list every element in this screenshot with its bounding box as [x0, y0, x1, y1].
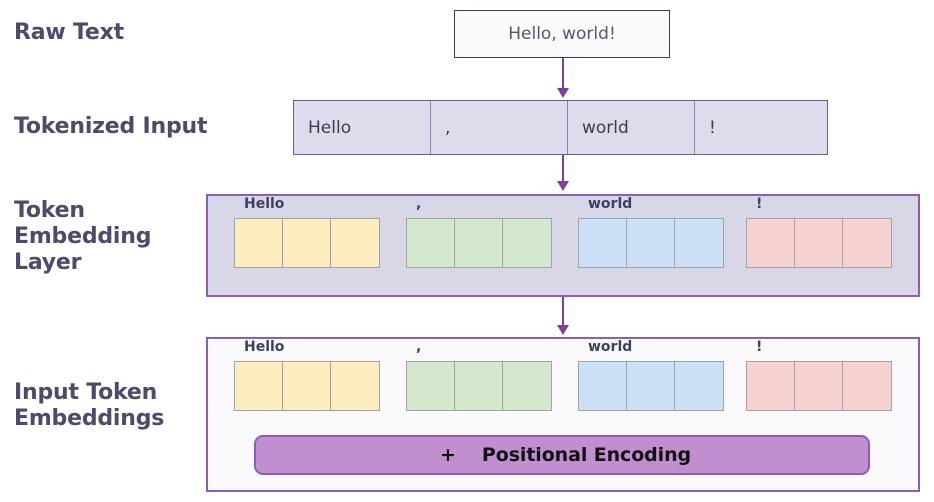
row-label-raw-text: Raw Text — [14, 20, 124, 45]
embedding-cell — [235, 362, 283, 410]
arrow-head-icon — [557, 88, 569, 98]
arrow-head-icon — [557, 181, 569, 191]
token-embedding-groups: Hello, world! — [208, 196, 918, 295]
tokenized-cell: , — [431, 101, 568, 154]
embedding-vector-cells — [578, 361, 724, 411]
embedding-cell — [331, 219, 379, 267]
input-embedding-groups: Hello, world! — [208, 339, 918, 490]
arrow-tokenized-to-token-embedding — [556, 155, 570, 193]
tokenized-input-strip: Hello, world! — [293, 100, 828, 155]
row-label-token-embedding-layer: Token Embedding Layer — [14, 198, 152, 275]
embedding-cell — [407, 219, 455, 267]
embedding-cell — [675, 362, 723, 410]
arrow-token-embedding-to-input-embeddings — [556, 297, 570, 337]
embedding-cell — [455, 362, 503, 410]
embedding-cell — [747, 219, 795, 267]
tokenized-cell-label: ! — [709, 117, 716, 138]
embedding-vector-cells — [234, 361, 380, 411]
arrow-shaft — [562, 155, 564, 183]
token-embedding-layer-container: Hello, world! — [206, 194, 920, 297]
embedding-cell — [579, 219, 627, 267]
tokenized-cell-label: , — [445, 117, 451, 138]
arrow-raw-to-tokenized — [556, 58, 570, 100]
embedding-vector-cells — [578, 218, 724, 268]
embedding-cell — [283, 219, 331, 267]
row-label-input-token-embeddings: Input Token Embeddings — [14, 380, 165, 431]
positional-encoding-label: Positional Encoding — [481, 444, 692, 466]
embedding-vector-cells — [746, 361, 892, 411]
embedding-cell — [627, 219, 675, 267]
tokenized-cell-label: Hello — [308, 117, 352, 138]
embedding-cell — [503, 362, 551, 410]
embedding-cell — [843, 219, 891, 267]
embedding-group-token-label: ! — [756, 196, 763, 212]
arrow-shaft — [562, 297, 564, 327]
embedding-group-token-label: Hello — [244, 196, 285, 212]
embedding-group-token-label: ! — [756, 339, 763, 355]
embedding-cell — [235, 219, 283, 267]
tokenized-cell: ! — [695, 101, 827, 154]
input-token-embeddings-container: Hello, world! + Positional Encoding — [206, 337, 920, 492]
embedding-vector-cells — [234, 218, 380, 268]
embedding-cell — [795, 362, 843, 410]
embedding-group-token-label: Hello — [244, 339, 285, 355]
row-label-tokenized-input: Tokenized Input — [14, 114, 208, 139]
embedding-vector-cells — [406, 218, 552, 268]
embedding-vector-cells — [746, 218, 892, 268]
raw-text-box: Hello, world! — [454, 10, 670, 58]
embedding-group-token-label: world — [588, 196, 633, 212]
tokenized-cell-label: world — [582, 117, 629, 138]
embedding-cell — [795, 219, 843, 267]
embedding-cell — [455, 219, 503, 267]
tokenized-cell: Hello — [294, 101, 431, 154]
embedding-group-token-label: , — [416, 339, 422, 355]
embedding-cell — [407, 362, 455, 410]
positional-encoding-plus-sign: + — [440, 444, 456, 466]
embedding-cell — [283, 362, 331, 410]
embedding-cell — [331, 362, 379, 410]
embedding-vector-cells — [406, 361, 552, 411]
embedding-cell — [843, 362, 891, 410]
embedding-group-token-label: , — [416, 196, 422, 212]
embedding-cell — [747, 362, 795, 410]
embedding-cell — [579, 362, 627, 410]
positional-encoding-bar: + Positional Encoding — [254, 435, 870, 475]
embedding-group-token-label: world — [588, 339, 633, 355]
embedding-cell — [503, 219, 551, 267]
tokenized-cell: world — [568, 101, 695, 154]
arrow-head-icon — [557, 325, 569, 335]
embedding-cell — [627, 362, 675, 410]
raw-text-value: Hello, world! — [508, 24, 616, 44]
arrow-shaft — [562, 58, 564, 90]
embedding-cell — [675, 219, 723, 267]
